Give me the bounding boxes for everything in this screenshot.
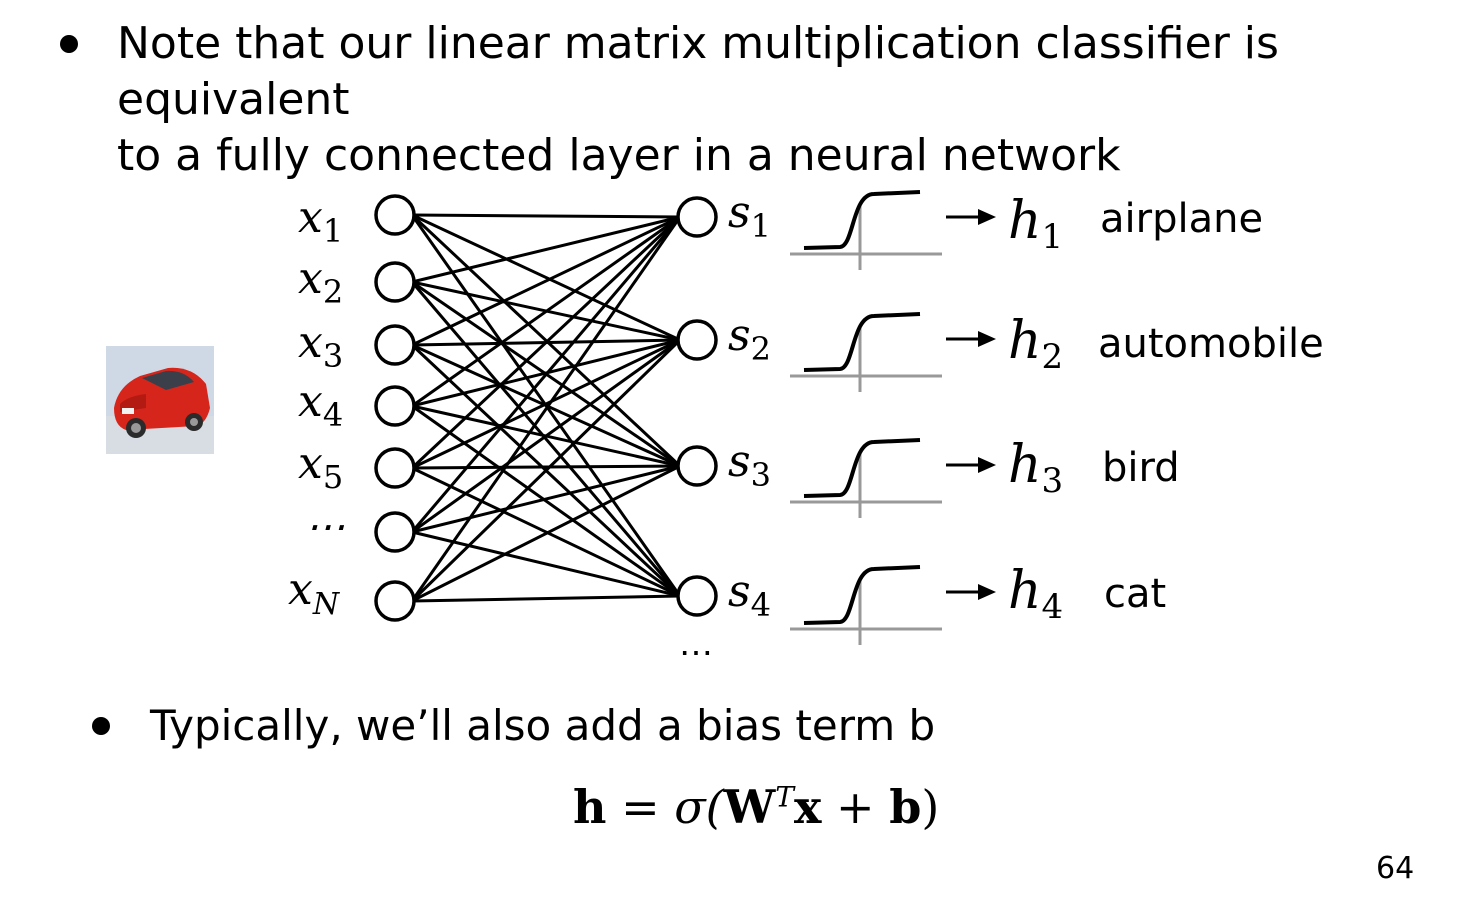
arrow-icon <box>946 209 996 225</box>
bullet-1-line-1: Note that our linear matrix multiplicati… <box>117 18 1279 125</box>
connection-line <box>410 338 682 603</box>
connection-line <box>410 216 682 602</box>
score-label-s2: s2 <box>728 310 771 368</box>
sigmoid-icon <box>790 190 942 270</box>
bullet-dot-1 <box>60 35 78 53</box>
bullet-text-2: Typically, we’ll also add a bias term b <box>150 701 936 750</box>
sigmoid-icon <box>790 438 942 518</box>
output-nodes <box>676 196 718 617</box>
input-label-x3: x3 <box>298 317 343 375</box>
input-node <box>374 385 416 427</box>
class-label-cat: cat <box>1104 571 1166 617</box>
bullet-1-line-2: to a fully connected layer in a neural n… <box>117 130 1121 181</box>
input-node <box>374 261 416 303</box>
output-node <box>676 319 718 361</box>
input-label-xN: xN <box>288 564 341 622</box>
output-label-h1: h1 <box>1008 191 1063 257</box>
connection-line <box>410 281 682 597</box>
slide-number: 64 <box>1376 851 1415 886</box>
output-node <box>676 445 718 487</box>
arrow-icon <box>946 331 996 347</box>
connection-lines <box>410 213 682 603</box>
connection-line <box>411 404 681 598</box>
arrow-icon <box>946 457 996 473</box>
connection-line <box>410 215 682 470</box>
output-node <box>676 575 718 617</box>
bullet-text-1: Note that our linear matrix multiplicati… <box>117 16 1480 184</box>
connection-line <box>411 464 681 470</box>
input-node <box>374 447 416 489</box>
output-node <box>676 196 718 238</box>
output-label-h3: h3 <box>1008 435 1063 501</box>
car-image <box>106 346 214 454</box>
input-label-x5: x5 <box>298 438 343 496</box>
input-node <box>374 511 416 553</box>
sigmoid-icon <box>790 312 942 392</box>
connection-line <box>411 215 681 284</box>
input-label-ellipsis: ⋯ <box>305 504 345 550</box>
connection-line <box>411 530 681 598</box>
connection-line <box>411 338 681 534</box>
score-label-s1: s1 <box>728 187 771 245</box>
connection-line <box>411 464 681 603</box>
input-label-x2: x2 <box>298 253 343 311</box>
class-label-airplane: airplane <box>1100 196 1263 242</box>
connection-line <box>411 338 681 470</box>
bias-formula: h = σ(WTx + b) <box>573 780 940 834</box>
connection-line <box>410 216 682 533</box>
connection-line <box>411 594 681 603</box>
connection-line <box>411 215 681 347</box>
input-node <box>374 324 416 366</box>
arrow-icon <box>946 584 996 600</box>
output-ellipsis: ⋯ <box>679 633 713 673</box>
score-label-s3: s3 <box>728 436 771 494</box>
score-label-s4: s4 <box>728 566 771 624</box>
input-node <box>374 194 416 236</box>
class-label-bird: bird <box>1102 445 1180 491</box>
input-label-x1: x1 <box>298 192 343 250</box>
input-nodes <box>374 194 416 622</box>
connection-line <box>411 215 681 408</box>
bullet-dot-2 <box>92 717 110 735</box>
sigmoid-icon <box>790 565 942 645</box>
connection-line <box>411 464 681 534</box>
output-label-h4: h4 <box>1008 561 1063 627</box>
output-label-h2: h2 <box>1008 311 1063 377</box>
connection-line <box>411 213 681 219</box>
connection-line <box>411 213 681 342</box>
input-node <box>374 580 416 622</box>
input-label-x4: x4 <box>298 376 343 434</box>
sigmoid-icons <box>790 190 996 645</box>
class-label-automobile: automobile <box>1098 321 1324 367</box>
